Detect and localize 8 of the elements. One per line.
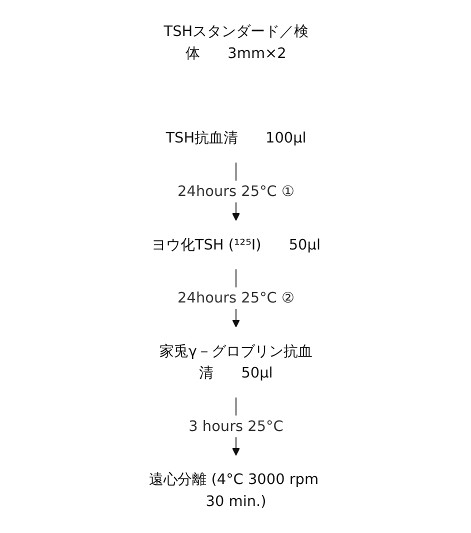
node-text: ヨウ化TSH (¹²⁵I) 50μl (151, 236, 320, 253)
node-text: TSHスタンダード／検体 3mm×2 (163, 22, 308, 62)
edge-label: 3 hours 25°C (188, 417, 283, 435)
node-text: 家兎γ－グロブリン抗血清 50μl (158, 342, 312, 382)
node-text: 遠心分離 (4°C 3000 rpm 30 min.) (148, 470, 318, 510)
edge-label: 24hours 25°C ② (177, 289, 294, 306)
node-text: TSH抗血清 100μl (165, 129, 306, 146)
edge-label: 24hours 25°C ① (177, 182, 294, 200)
